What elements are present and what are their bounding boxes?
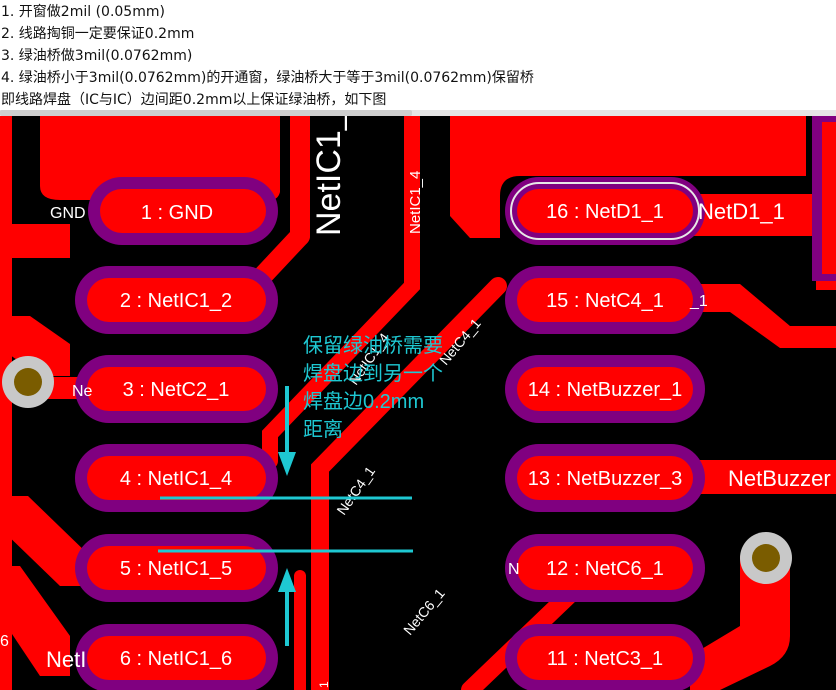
annotation-text-4: 距离 [303,418,343,441]
pad-16-outline [510,182,700,240]
net-label-netbuzzer-right: NetBuzzer [728,466,831,491]
pcb-drawing: 1 : GND 2 : NetIC1_2 3 : NetC2_1 4 : Net… [0,116,836,690]
connector-pad [822,122,836,274]
note-line-4: 4. 绿油桥小于3mil(0.0762mm)的开通窗，绿油桥大于等于3mil(0… [1,70,534,86]
pad-label-6: 6 : NetIC1_6 [120,648,232,670]
net-label-netd1: NetD1_1 [698,199,785,224]
notes-panel: 1. 开窗做2mil (0.05mm) 2. 线路掏铜一定要保证0.2mm 3.… [0,0,836,112]
net-label-bottom-one: 1 [317,681,331,688]
net-label-netic1-big: NetIC1_ [310,116,348,236]
arrow-up-icon [278,568,296,592]
clearance-annotation: 保留绿油桥需要 焊盘边到另一个 焊盘边0.2mm 距离 [158,334,443,646]
pad-label-14: 14 : NetBuzzer_1 [528,379,683,401]
scrollbar-thumb[interactable] [0,110,412,116]
right-pads [505,177,705,690]
pad-label-5: 5 : NetIC1_5 [120,558,232,580]
pad-label-13: 13 : NetBuzzer_3 [528,468,683,490]
annotation-text-3: 焊盘边0.2mm [303,390,424,413]
pad-label-3: 3 : NetC2_1 [123,379,230,401]
net-label-netc4-tail: _1 [689,293,708,310]
left-pads [75,177,278,690]
vias [2,356,792,584]
pad-label-1: 1 : GND [141,202,213,224]
annotation-text-1: 保留绿油桥需要 [303,334,443,357]
note-line-3: 3. 绿油桥做3mil(0.0762mm) [1,48,193,64]
arrow-down-icon [278,452,296,476]
pad-label-2: 2 : NetIC1_2 [120,290,232,312]
annotation-text-2: 焊盘边到另一个 [303,362,443,385]
net-label-gnd: GND [50,205,86,222]
net-label-ne-left: Ne [72,383,93,400]
net-label-n-partial: N [508,561,520,578]
net-label-netc6-diagonal: NetC6_1 [400,585,448,638]
pad-label-16: 16 : NetD1_1 [546,201,664,223]
net-label-six-left: 6 [0,633,9,650]
horizontal-scrollbar[interactable] [0,110,836,116]
net-label-netc4-diagonal-b: NetC4_1 [333,463,378,518]
pad-label-12: 12 : NetC6_1 [546,558,664,580]
note-line-1: 1. 开窗做2mil (0.05mm) [1,4,165,20]
pcb-canvas[interactable]: 1 : GND 2 : NetIC1_2 3 : NetC2_1 4 : Net… [0,116,836,690]
net-label-netic1-4-vertical: NetIC1_4 [407,171,424,234]
pad-label-15: 15 : NetC4_1 [546,290,664,312]
net-label-neti-left: NetI [46,647,86,672]
pad-label-11: 11 : NetC3_1 [547,648,663,670]
note-line-2: 2. 线路掏铜一定要保证0.2mm [1,26,195,42]
note-line-5: 即线路焊盘（IC与IC）边间距0.2mm以上保证绿油桥，如下图 [1,92,387,108]
pad-label-4: 4 : NetIC1_4 [120,468,232,490]
